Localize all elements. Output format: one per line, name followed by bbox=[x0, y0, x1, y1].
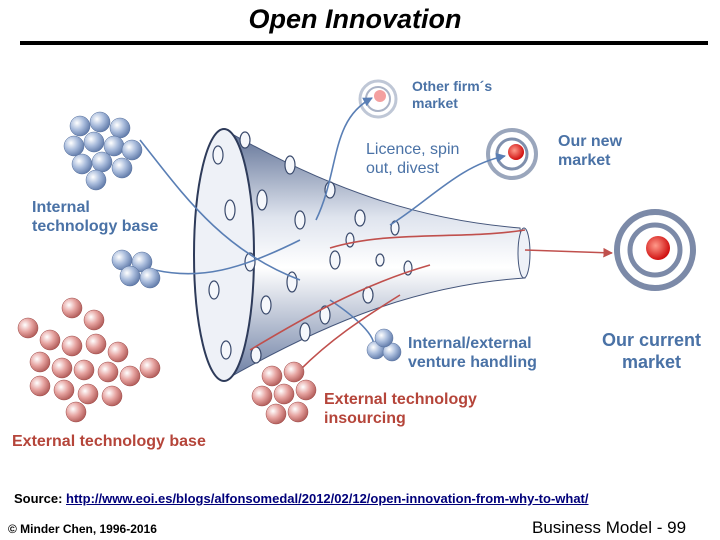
label-other-firms-market: Other firm´s market bbox=[412, 78, 493, 111]
target-other-firm bbox=[358, 79, 398, 119]
label-external-insourcing: External technology insourcing bbox=[324, 391, 477, 428]
label-our-current-market: Our current market bbox=[602, 330, 702, 372]
source-link[interactable]: http://www.eoi.es/blogs/alfonsomedal/201… bbox=[66, 491, 589, 506]
target-new-market bbox=[486, 128, 538, 180]
external-tech-cluster bbox=[17, 297, 161, 423]
internal-tech-cluster bbox=[63, 111, 143, 191]
funnel bbox=[193, 128, 531, 382]
source-prefix: Source: bbox=[14, 491, 63, 506]
source-line: Source: http://www.eoi.es/blogs/alfonsom… bbox=[14, 491, 589, 506]
label-venture-handling: Internal/external venture handling bbox=[408, 335, 537, 372]
open-innovation-diagram: Other firm´s market Our new market Licen… bbox=[0, 50, 720, 460]
slide-title: Open Innovation bbox=[248, 4, 462, 34]
venture-cluster bbox=[366, 328, 402, 362]
diagram-graphic bbox=[17, 79, 696, 425]
title-rule bbox=[20, 41, 708, 45]
label-internal-technology-base: Internal technology base bbox=[32, 199, 159, 236]
target-current-market bbox=[614, 209, 696, 291]
insourcing-cluster bbox=[251, 361, 317, 425]
label-external-technology-base: External technology base bbox=[12, 433, 206, 450]
copyright: © Minder Chen, 1996-2016 bbox=[8, 522, 157, 536]
label-our-new-market: Our new market bbox=[558, 133, 623, 170]
slide-number: Business Model - 99 bbox=[532, 518, 687, 537]
internal-tech-small-cluster bbox=[111, 249, 161, 289]
label-licence-spin-out: Licence, spin out, divest bbox=[366, 141, 460, 178]
